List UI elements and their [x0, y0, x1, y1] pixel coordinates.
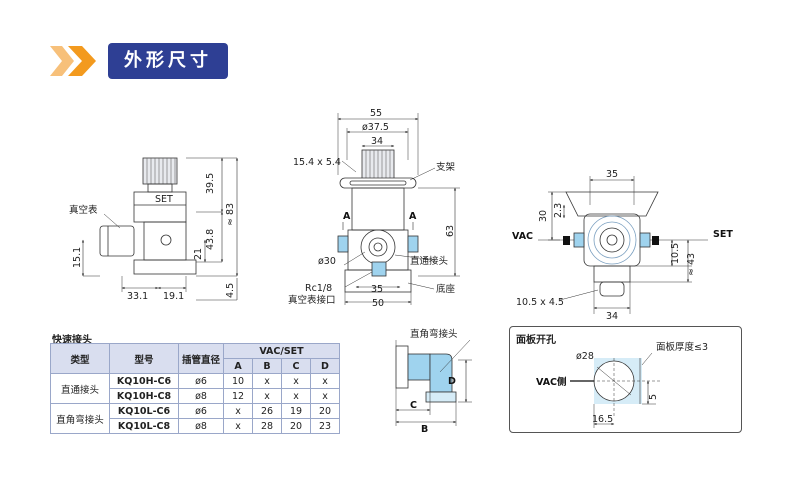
- cell-b: 26: [252, 403, 282, 419]
- top-dim-10-5: 10.5: [670, 243, 681, 264]
- cell-tube: ø6: [178, 403, 224, 419]
- top-dim-43: ≈ 43: [686, 253, 697, 276]
- cell-model: KQ10L-C8: [109, 418, 179, 434]
- vac-label: VAC: [512, 231, 533, 242]
- side-dim-50: 50: [372, 298, 384, 309]
- panel-dim-16-5: 16.5: [592, 414, 613, 425]
- col-model: 型号: [109, 343, 179, 374]
- cell-a: 12: [223, 388, 253, 404]
- col-c: C: [281, 358, 311, 374]
- cell-b: x: [252, 373, 282, 389]
- cell-d: 20: [310, 403, 340, 419]
- panel-dim-d28: ø28: [576, 351, 594, 362]
- side-view: [337, 113, 460, 305]
- vac-arrow-marker: [563, 236, 570, 245]
- cell-a: 10: [223, 373, 253, 389]
- double-chevron-icon: [50, 46, 96, 76]
- cell-model: KQ10L-C6: [109, 403, 179, 419]
- top-dim-34: 34: [606, 311, 618, 322]
- col-vacset: VAC/SET: [223, 343, 340, 359]
- cell-b: x: [252, 388, 282, 404]
- panel-cutout-title: 面板开孔: [516, 335, 556, 346]
- front-dim-43-8: 43.8: [205, 229, 216, 250]
- col-tube: 插管直径: [178, 343, 224, 374]
- front-dim-83: ≈ 83: [225, 203, 236, 226]
- cell-d: 23: [310, 418, 340, 434]
- side-dim-slot: 15.4 x 5.4: [293, 157, 341, 168]
- elbow-dim-c: C: [410, 400, 417, 411]
- panel-thickness-label: 面板厚度≤3: [656, 341, 708, 353]
- top-view: [538, 176, 708, 314]
- front-view: [81, 157, 239, 301]
- set-label: SET: [713, 229, 733, 240]
- panel-cutout-frame: 面板开孔: [509, 326, 742, 433]
- table-row: 直通接头 KQ10H-C6 ø6 10 x x x: [50, 373, 340, 404]
- side-dim-55: 55: [370, 108, 382, 119]
- elbow-fitting-view: [395, 339, 472, 426]
- col-type: 类型: [50, 343, 110, 374]
- section-title: 外形尺寸: [110, 45, 226, 77]
- top-dim-30: 30: [538, 210, 549, 222]
- side-dim-37-5: ø37.5: [362, 122, 389, 133]
- table-row: 直角弯接头 KQ10L-C6 ø6 x 26 19 20: [50, 403, 340, 434]
- set-arrow-marker: [652, 236, 659, 245]
- front-dim-4-5: 4.5: [225, 283, 236, 298]
- cell-d: x: [310, 373, 340, 389]
- side-dim-63: 63: [445, 225, 456, 237]
- cell-a: x: [223, 403, 253, 419]
- front-brand-text: SET: [155, 194, 173, 205]
- front-dim-39-5: 39.5: [205, 173, 216, 194]
- vac-side-label: VAC侧: [536, 376, 567, 388]
- section-header: 外形尺寸: [48, 44, 226, 78]
- section-a-left: A: [343, 211, 351, 222]
- section-a-right: A: [409, 211, 417, 222]
- front-dim-33-1: 33.1: [127, 291, 148, 302]
- cell-c: x: [281, 388, 311, 404]
- cell-model: KQ10H-C8: [109, 388, 179, 404]
- cell-tube: ø6: [178, 373, 224, 389]
- top-dim-2-3: 2.3: [553, 203, 564, 218]
- bracket-label: 支架: [436, 161, 456, 173]
- cell-c: x: [281, 373, 311, 389]
- port-label: Rc1/8: [305, 283, 332, 294]
- fittings-table-title: 快速接头: [52, 335, 92, 346]
- front-dim-19-1: 19.1: [163, 291, 184, 302]
- cell-c: 20: [281, 418, 311, 434]
- gauge-port-label: 真空表接口: [288, 294, 336, 306]
- elbow-label: 直角弯接头: [410, 328, 458, 340]
- panel-dim-5: 5: [648, 394, 659, 400]
- side-dim-d30: ø30: [318, 256, 336, 267]
- base-label: 底座: [436, 283, 456, 295]
- fittings-table: 类型 型号 插管直径 VAC/SET A B C D 直通接头 KQ10H-C6…: [50, 343, 340, 434]
- elbow-dim-d: D: [448, 376, 456, 387]
- col-a: A: [223, 358, 253, 374]
- panel-cutout-view: [570, 352, 662, 428]
- table-row: KQ10L-C8 ø8 x 28 20 23: [51, 418, 340, 434]
- top-dim-slot: 10.5 x 4.5: [516, 297, 564, 308]
- side-dim-35: 35: [371, 284, 383, 295]
- group-straight: 直通接头: [50, 373, 110, 404]
- gauge-label: 真空表: [69, 204, 98, 216]
- cell-c: 19: [281, 403, 311, 419]
- cell-b: 28: [252, 418, 282, 434]
- front-dim-21: 21: [193, 248, 204, 260]
- side-dim-34: 34: [371, 136, 383, 147]
- front-dim-15-1: 15.1: [72, 247, 83, 268]
- cell-tube: ø8: [178, 418, 224, 434]
- col-d: D: [310, 358, 340, 374]
- straight-fitting-label: 直通接头: [410, 255, 448, 267]
- group-elbow: 直角弯接头: [50, 403, 110, 434]
- cell-a: x: [223, 418, 253, 434]
- col-b: B: [252, 358, 282, 374]
- cell-tube: ø8: [178, 388, 224, 404]
- cell-d: x: [310, 388, 340, 404]
- top-dim-35: 35: [606, 169, 618, 180]
- elbow-dim-b: B: [421, 424, 428, 435]
- cell-model: KQ10H-C6: [109, 373, 179, 389]
